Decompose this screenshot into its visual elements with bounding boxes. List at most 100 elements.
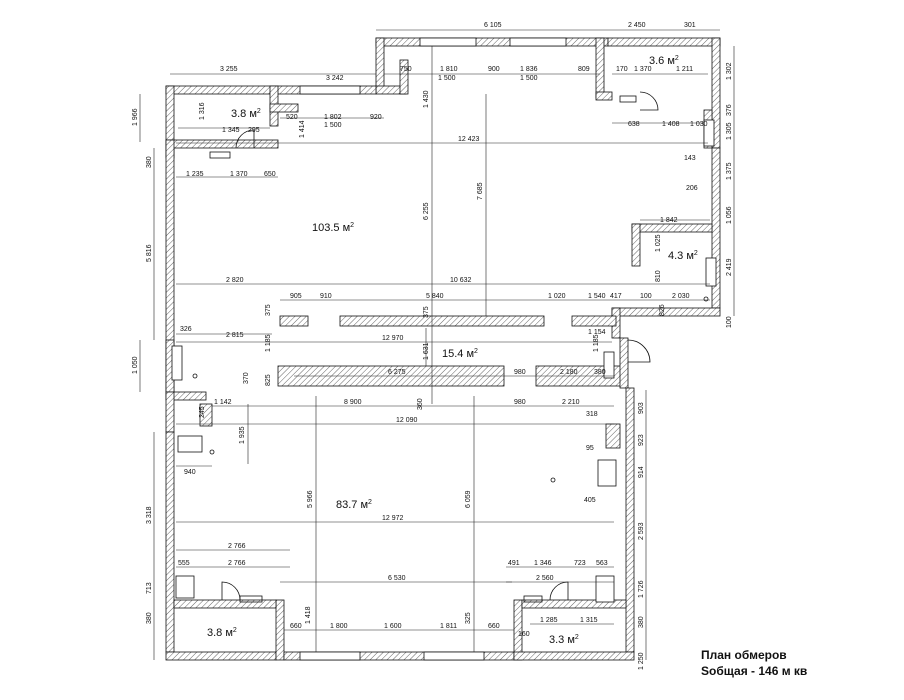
- dim-label: 825: [265, 374, 272, 386]
- dim-label: 1 370: [230, 171, 248, 178]
- dim-label: 170: [616, 66, 628, 73]
- wall-lower-left: [165, 431, 175, 653]
- marker-dot: [550, 477, 556, 483]
- dim-label: 1 842: [660, 217, 678, 224]
- wall-top-main: [375, 37, 609, 47]
- wall-lower-bottom-l: [165, 651, 277, 661]
- door-leaf: [239, 595, 263, 603]
- dim-label: 1 370: [634, 66, 652, 73]
- partition-2: [339, 315, 545, 327]
- dim-label: 12 423: [458, 136, 480, 143]
- partition-3: [571, 315, 617, 327]
- dim-label: 6 059: [465, 490, 472, 508]
- wall-left-bay: [375, 37, 385, 91]
- door-leaf: [209, 151, 231, 159]
- dim-label: 7 685: [477, 182, 484, 200]
- dim-label: 1 154: [588, 329, 606, 336]
- dim-label: 1 836: [520, 66, 538, 73]
- doors: [209, 91, 659, 603]
- dim-label: 10 632: [450, 277, 472, 284]
- marker-dot: [209, 449, 215, 455]
- dim-label: 920: [370, 114, 382, 121]
- dim-label: 160: [518, 631, 530, 638]
- dim-label: 1 811: [440, 623, 457, 630]
- dim-label: 325: [465, 612, 472, 624]
- room-area-label: 103.5 м2: [312, 222, 354, 234]
- dim-label: 1 285: [540, 617, 558, 624]
- dim-label: 1 250: [638, 652, 645, 670]
- dim-label: 2 180: [560, 369, 578, 376]
- dim-label: 660: [488, 623, 500, 630]
- dim-label: 1 185: [593, 334, 600, 352]
- dim-label: 810: [655, 270, 662, 282]
- dim-label: 1 600: [384, 623, 402, 630]
- door-swing: [549, 581, 569, 601]
- dim-label: 6 255: [423, 202, 430, 220]
- dim-label: 1 025: [655, 234, 662, 252]
- dim-label: 980: [514, 399, 526, 406]
- dim-label: 6 275: [388, 369, 406, 376]
- dim-label: 1 142: [214, 399, 232, 406]
- dim-label: 380: [146, 612, 153, 624]
- wall-right-niche-left: [631, 223, 641, 267]
- wall-lower-right-room-top: [521, 599, 627, 609]
- dim-label: 5 816: [146, 244, 153, 262]
- dim-label: 1 305: [726, 122, 733, 140]
- dim-label: 245: [199, 406, 206, 418]
- dim-label: 905: [290, 293, 302, 300]
- dim-label: 750: [400, 66, 412, 73]
- dim-label: 1 235: [186, 171, 204, 178]
- dim-label: 1 726: [638, 580, 645, 598]
- wall-lower-left-top: [165, 391, 175, 433]
- wall-lower-bottom-bay: [275, 599, 285, 661]
- dim-label: 3 255: [220, 66, 238, 73]
- dim-label: 1 800: [330, 623, 348, 630]
- marker-dot: [192, 373, 198, 379]
- wall-corridor-right: [619, 337, 629, 389]
- wall-column-left: [199, 403, 213, 427]
- dim-label: 2 593: [638, 522, 645, 540]
- window: [419, 37, 477, 47]
- dim-label: 563: [596, 560, 608, 567]
- window: [171, 345, 183, 381]
- window: [703, 119, 715, 147]
- dim-label: 980: [514, 369, 526, 376]
- dim-label: 903: [638, 402, 645, 414]
- dim-label: 100: [640, 293, 652, 300]
- door-leaf: [523, 595, 543, 603]
- dim-label: 1 056: [726, 206, 733, 224]
- wall-right-niche-top: [631, 223, 713, 233]
- dim-label: 826: [659, 304, 666, 316]
- wall-lower-bay-right: [513, 599, 523, 661]
- dim-label: 380: [638, 616, 645, 628]
- dim-label: 380: [594, 369, 606, 376]
- dim-label: 1 631: [423, 342, 430, 360]
- dim-label: 1 375: [726, 162, 733, 180]
- window: [597, 459, 617, 487]
- dim-label: 910: [320, 293, 332, 300]
- dimension-lines: [139, 29, 735, 660]
- wall-bay-inner: [399, 59, 409, 95]
- dim-label: 295: [248, 127, 260, 134]
- dim-label: 326: [180, 326, 192, 333]
- dim-label: 723: [574, 560, 586, 567]
- door-swing: [221, 581, 241, 601]
- dim-label: 1 302: [726, 62, 733, 80]
- dim-label: 1 500: [324, 122, 342, 129]
- room-area-label: 3.8 м2: [207, 627, 237, 639]
- dim-label: 900: [488, 66, 500, 73]
- room-area-label: 15.4 м2: [442, 348, 478, 360]
- door-leaf: [619, 95, 637, 103]
- dim-label: 713: [146, 582, 153, 594]
- wall-lower-bottom-r: [513, 651, 635, 661]
- dim-label: 375: [265, 304, 272, 316]
- room-area-label: 83.7 м2: [336, 499, 372, 511]
- room-labels: 103.5 м2 83.7 м2 15.4 м2 3.8 м2 3.6 м2 4…: [207, 55, 698, 646]
- dim-label: 143: [684, 155, 696, 162]
- dim-label: 660: [290, 623, 302, 630]
- dim-label: 370: [243, 372, 250, 384]
- door-swing: [639, 91, 659, 111]
- dim-label: 405: [584, 497, 596, 504]
- door-swing: [235, 129, 255, 149]
